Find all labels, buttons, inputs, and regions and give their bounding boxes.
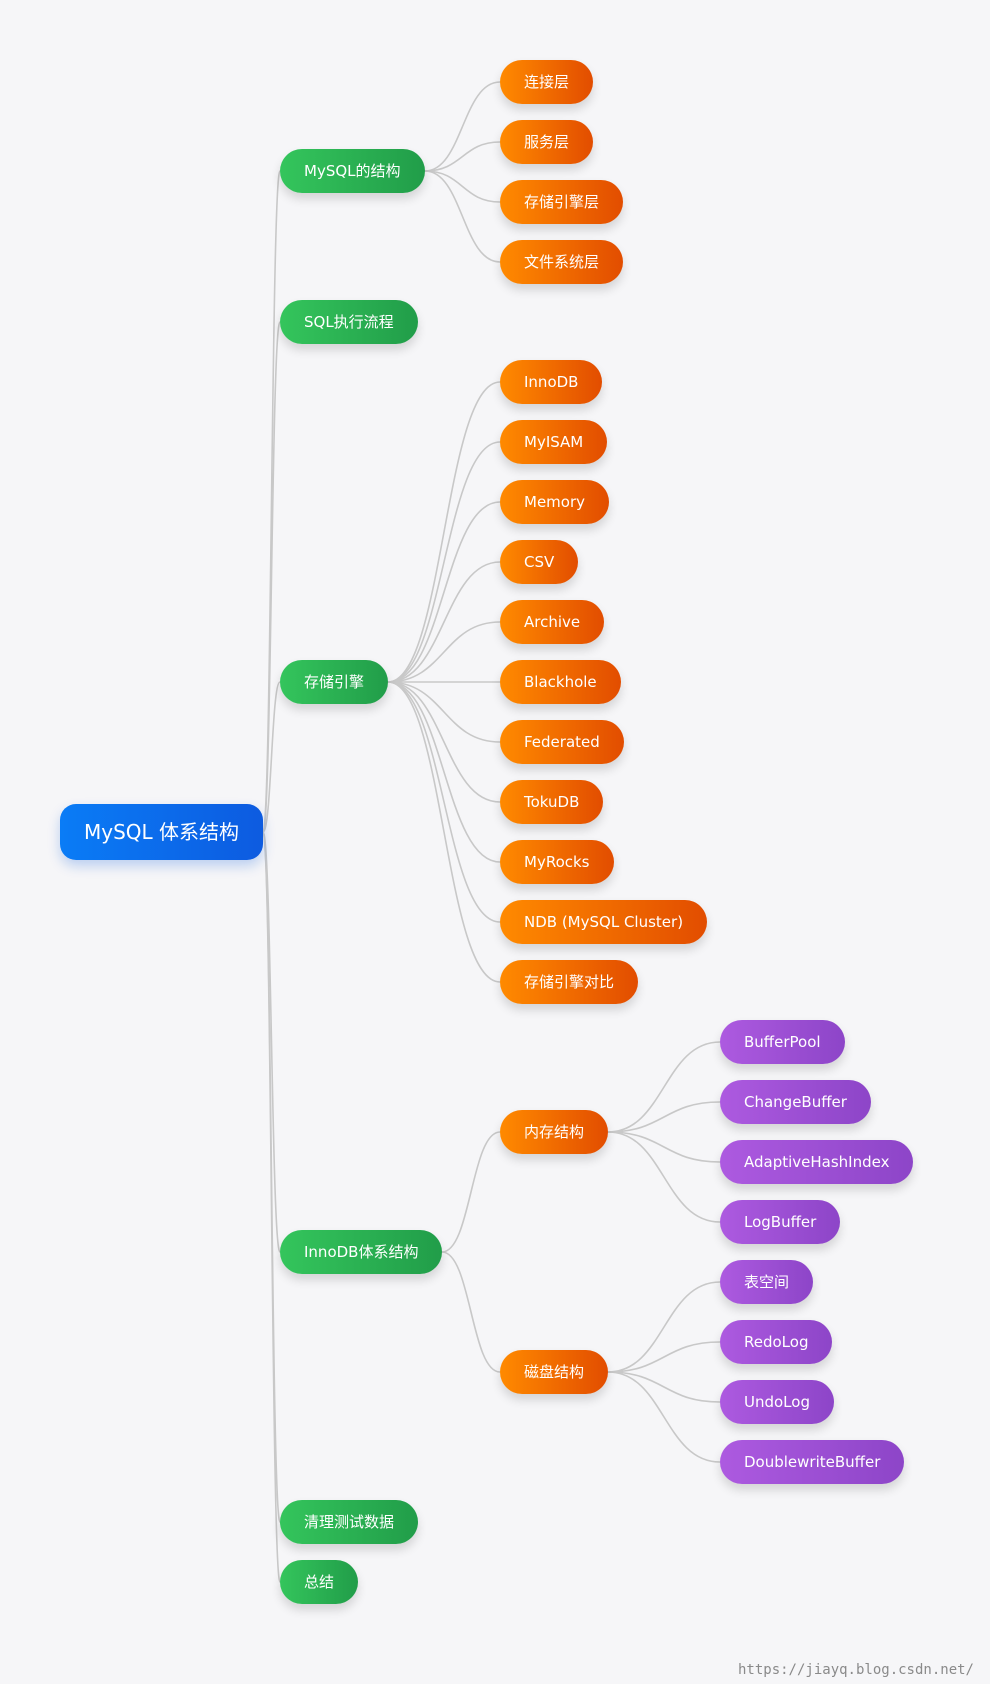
- node-archive[interactable]: Archive: [500, 600, 605, 644]
- link-item-r-3-0: [441, 1131, 501, 1253]
- watermark-url: https://jiayq.blog.csdn.net/: [737, 1662, 974, 1678]
- node-federated[interactable]: Federated: [500, 720, 624, 764]
- node-item-r-0-0[interactable]: 连接层: [500, 60, 594, 104]
- node-item-r-4[interactable]: 清理测试数据: [280, 1500, 419, 1544]
- node-item-r-2-10[interactable]: 存储引擎对比: [500, 960, 639, 1004]
- link-memory: [387, 501, 501, 683]
- node-item-r-3-1[interactable]: 磁盘结构: [500, 1350, 609, 1394]
- node-mysql[interactable]: MySQL的结构: [280, 149, 425, 193]
- node-memory[interactable]: Memory: [500, 480, 610, 524]
- link-adaptivehashindex: [607, 1131, 721, 1163]
- link-item-r-0-3: [424, 170, 501, 263]
- link-tokudb: [387, 681, 501, 803]
- link-item-r-5: [262, 831, 281, 1583]
- link-item-r-2: [262, 681, 281, 833]
- node-item-r-3-1-0[interactable]: 表空间: [720, 1260, 814, 1304]
- node-sql[interactable]: SQL执行流程: [280, 300, 418, 344]
- link-ndb-mysql-cluster: [387, 681, 501, 923]
- node-undolog[interactable]: UndoLog: [720, 1380, 834, 1424]
- node-tokudb[interactable]: TokuDB: [500, 780, 604, 824]
- link-sql: [262, 321, 281, 833]
- link-innodb: [262, 831, 281, 1253]
- link-item-r-3-1: [441, 1251, 501, 1373]
- node-blackhole[interactable]: Blackhole: [500, 660, 621, 704]
- link-federated: [387, 681, 501, 743]
- node-item-r-0-2[interactable]: 存储引擎层: [500, 180, 624, 224]
- node-changebuffer[interactable]: ChangeBuffer: [720, 1080, 871, 1124]
- node-item-r-3-0[interactable]: 内存结构: [500, 1110, 609, 1154]
- link-item-r-0-2: [424, 170, 501, 203]
- link-item-r-0-1: [424, 141, 501, 172]
- link-archive: [387, 621, 501, 683]
- node-item-r-0-1[interactable]: 服务层: [500, 120, 594, 164]
- link-item-r-0-0: [424, 81, 501, 172]
- node-csv[interactable]: CSV: [500, 540, 579, 584]
- node-item-r-2[interactable]: 存储引擎: [280, 660, 389, 704]
- root-node[interactable]: MySQL 体系结构: [60, 804, 264, 860]
- node-myisam[interactable]: MyISAM: [500, 420, 608, 464]
- link-doublewritebuffer: [607, 1371, 721, 1463]
- node-doublewritebuffer[interactable]: DoublewriteBuffer: [720, 1440, 905, 1484]
- node-innodb[interactable]: InnoDB: [500, 360, 603, 404]
- link-myisam: [387, 441, 501, 683]
- link-mysql: [262, 170, 281, 833]
- node-adaptivehashindex[interactable]: AdaptiveHashIndex: [720, 1140, 914, 1184]
- link-bufferpool: [607, 1041, 721, 1133]
- link-myrocks: [387, 681, 501, 863]
- link-item-r-3-1-0: [607, 1281, 721, 1373]
- link-item-r-2-10: [387, 681, 501, 983]
- node-item-r-0-3[interactable]: 文件系统层: [500, 240, 624, 284]
- node-logbuffer[interactable]: LogBuffer: [720, 1200, 841, 1244]
- link-innodb: [387, 381, 501, 683]
- link-changebuffer: [607, 1101, 721, 1133]
- link-logbuffer: [607, 1131, 721, 1223]
- node-item-r-5[interactable]: 总结: [280, 1560, 359, 1604]
- node-ndb-mysql-cluster[interactable]: NDB (MySQL Cluster): [500, 900, 708, 944]
- link-csv: [387, 561, 501, 683]
- node-myrocks[interactable]: MyRocks: [500, 840, 614, 884]
- link-undolog: [607, 1371, 721, 1403]
- node-bufferpool[interactable]: BufferPool: [720, 1020, 845, 1064]
- node-innodb[interactable]: InnoDB体系结构: [280, 1230, 443, 1274]
- node-redolog[interactable]: RedoLog: [720, 1320, 833, 1364]
- link-redolog: [607, 1341, 721, 1373]
